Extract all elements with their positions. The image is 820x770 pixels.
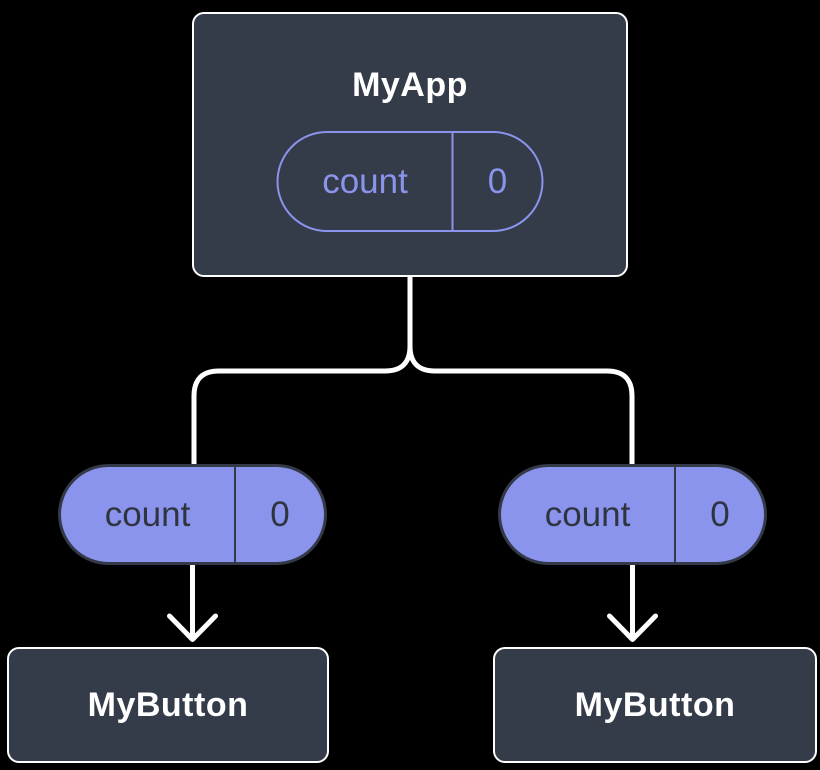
prop-name: count xyxy=(501,467,676,562)
tree-branch-right xyxy=(407,276,635,466)
prop-value: 0 xyxy=(710,494,730,534)
prop-arrow-left xyxy=(167,565,218,642)
child-component-card-right: MyButton xyxy=(493,647,817,763)
state-name: count xyxy=(279,133,454,230)
root-component-card: MyApp count 0 xyxy=(192,12,628,277)
child-component-title: MyButton xyxy=(574,685,736,724)
prop-arrow-right xyxy=(607,565,658,642)
state-value: 0 xyxy=(487,161,508,201)
prop-pill-left: count 0 xyxy=(58,464,327,565)
prop-value: 0 xyxy=(270,494,290,534)
child-component-card-left: MyButton xyxy=(7,647,329,763)
child-component-title: MyButton xyxy=(87,685,249,724)
root-component-title: MyApp xyxy=(352,66,468,104)
tree-branch-left xyxy=(191,276,413,466)
prop-pill-right: count 0 xyxy=(498,464,767,565)
state-pill: count 0 xyxy=(276,131,544,232)
prop-name: count xyxy=(61,467,236,562)
